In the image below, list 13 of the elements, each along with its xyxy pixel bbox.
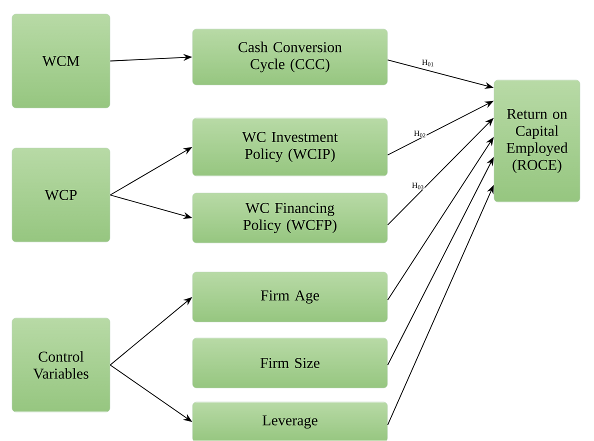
- process-box: Firm Size: [192, 338, 388, 388]
- process-box: WCM: [12, 14, 110, 108]
- edge-label: H$_{01}$: [421, 59, 435, 67]
- process-box: Firm Age: [192, 272, 388, 322]
- process-box: Leverage: [192, 402, 388, 441]
- edge-label: H$_{03}$: [411, 182, 425, 190]
- process-box: Return on Capital Employed (ROCE): [494, 80, 580, 202]
- process-box: Cash Conversion Cycle (CCC): [192, 28, 388, 86]
- process-box: WC Investment Policy (WCIP): [192, 118, 388, 176]
- process-box: Control Variables: [12, 318, 110, 412]
- edge-label: H$_{02}$: [413, 130, 427, 138]
- process-box: WCP: [12, 148, 110, 242]
- process-box: WC Financing Policy (WCFP): [192, 192, 388, 244]
